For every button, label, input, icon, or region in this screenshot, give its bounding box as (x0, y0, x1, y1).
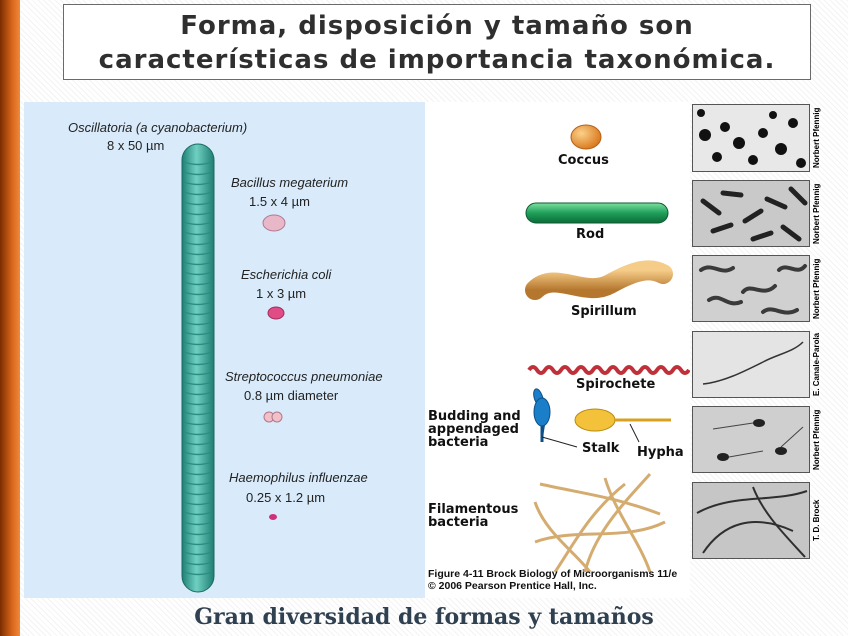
coccus-shape (571, 125, 601, 149)
stalk-label: Stalk (582, 441, 619, 456)
haemophilus-cell (269, 514, 277, 520)
spirochete-shape (529, 367, 689, 373)
haemophilus-label: Haemophilus influenzae (229, 470, 368, 485)
accent-sidebar (0, 0, 20, 636)
spirillum-micrograph (693, 256, 810, 322)
strep-label: Streptococcus pneumoniae (225, 369, 383, 384)
title-line-1: Forma, disposición y tamaño son (64, 11, 810, 41)
title-line-2: características de importancia taxonómic… (64, 45, 810, 75)
caption-line-2: © 2006 Pearson Prentice Hall, Inc. (428, 580, 677, 592)
credit-2: Norbert Pfennig (812, 180, 826, 247)
strep-size: 0.8 µm diameter (244, 388, 338, 403)
filamentous-label: Filamentous bacteria (428, 503, 538, 529)
ecoli-label: Escherichia coli (241, 267, 331, 282)
title-box: Forma, disposición y tamaño son caracter… (63, 4, 811, 80)
rod-label: Rod (576, 227, 604, 242)
rod-micrograph (693, 181, 810, 247)
oscillatoria-filament (182, 144, 214, 592)
coccus-label: Coccus (558, 153, 609, 168)
photo-spirochete (692, 331, 810, 398)
spirochete-micrograph (693, 332, 810, 398)
coccus-micrograph (693, 105, 810, 172)
budding-bacteria-shape (534, 389, 671, 447)
bacillus-cell (263, 215, 285, 231)
filamentous-micrograph (693, 483, 810, 559)
ecoli-size: 1 x 3 µm (256, 286, 306, 301)
bacillus-label: Bacillus megaterium (231, 175, 348, 190)
bacillus-size: 1.5 x 4 µm (249, 194, 310, 209)
credit-1: Norbert Pfennig (812, 104, 826, 172)
photo-rod (692, 180, 810, 247)
credit-6: T. D. Brock (812, 482, 826, 559)
hypha-label: Hypha (637, 445, 684, 460)
budding-label: Budding and appendaged bacteria (428, 410, 538, 449)
credit-4: E. Canale-Parola (812, 331, 826, 398)
strep-cell-b (272, 412, 282, 422)
haemophilus-size: 0.25 x 1.2 µm (246, 490, 325, 505)
credit-5: Norbert Pfennig (812, 406, 826, 473)
budding-micrograph (693, 407, 810, 473)
photo-coccus (692, 104, 810, 172)
footer-caption: Gran diversidad de formas y tamaños (0, 604, 848, 630)
rod-shape (526, 203, 668, 223)
oscillatoria-size: 8 x 50 µm (107, 138, 164, 153)
photo-spirillum (692, 255, 810, 322)
ecoli-cell (268, 307, 284, 319)
cell-illustrations (24, 102, 425, 598)
spirillum-shape (535, 270, 663, 290)
size-comparison-panel: Oscillatoria (a cyanobacterium) 8 x 50 µ… (24, 102, 425, 598)
photo-filamentous (692, 482, 810, 559)
photo-budding (692, 406, 810, 473)
shapes-panel: Coccus Rod Spirillum Spirochete Budding … (425, 102, 690, 598)
spirillum-label: Spirillum (571, 304, 637, 319)
credit-3: Norbert Pfennig (812, 255, 826, 322)
oscillatoria-label: Oscillatoria (a cyanobacterium) (68, 120, 247, 135)
figure-caption: Figure 4-11 Brock Biology of Microorgani… (428, 568, 677, 592)
spirochete-label: Spirochete (576, 377, 655, 392)
filamentous-bacteria-shape (535, 474, 665, 572)
caption-line-1: Figure 4-11 Brock Biology of Microorgani… (428, 568, 677, 580)
